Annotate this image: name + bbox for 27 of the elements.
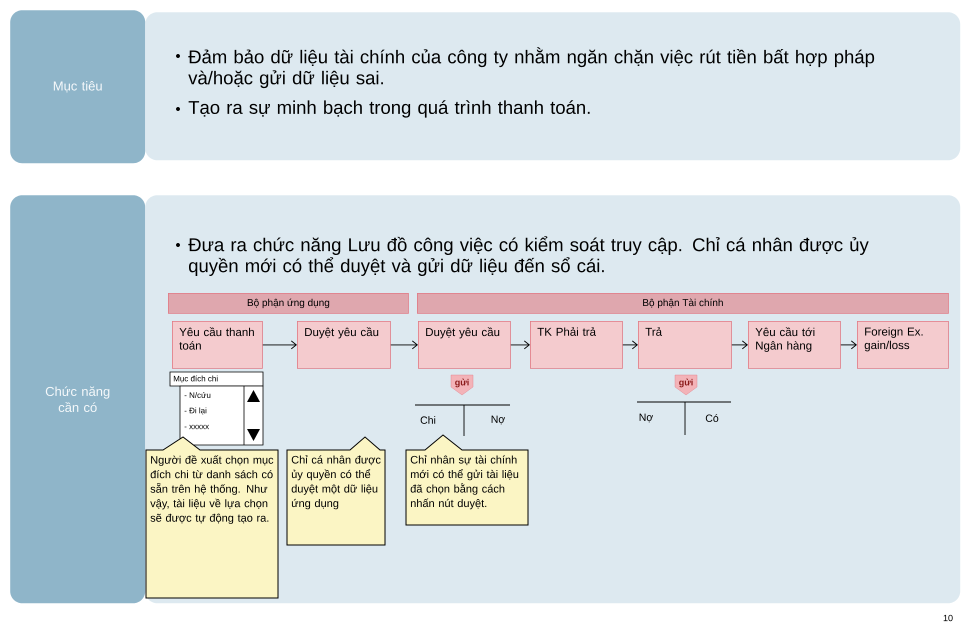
node-label: Mục đích chi [174, 375, 218, 383]
arrow [731, 340, 748, 350]
department-band: Bộ phận ứng dụng [168, 293, 409, 314]
process-box: Duyệt yêu cầu [297, 321, 391, 369]
arrow [840, 340, 858, 350]
page-number: 10 [944, 614, 953, 622]
process-box: Foreign Ex. gain/loss [857, 321, 949, 369]
section-heading-box: Chức năng cần có [10, 195, 146, 604]
column-label: Nợ [492, 416, 505, 424]
arrow [510, 340, 530, 350]
dropdown-list: Mục đích chi - N/cứu - Đi lại - xxxxx [170, 372, 264, 446]
process-box: Yêu cầu tới Ngân hàng [748, 321, 841, 369]
content-panel: Đảm bảo dữ liệu tài chính của công ty nhằm ngăn chặn việc rút tiền bất hợp pháp và/hoặc gửi dữ liệu sai. Tạo ra sự minh bạch trong quá trình thanh toán. [145, 12, 960, 160]
department-band: Bộ phận Tài chính [417, 293, 949, 314]
section-heading-box: Mục tiêu [10, 10, 146, 164]
column-label: Nợ [640, 414, 653, 422]
process-box: Trả [638, 321, 732, 369]
arrow [390, 340, 418, 350]
callout-note: Người đề xuất chọn mục đích chi từ danh sách có sẵn trên hệ thống. Như vậy, tài liệu về lựa chọn sẽ được tự động tạo ra. [146, 436, 278, 598]
process-box: Duyệt yêu cầu [418, 321, 511, 369]
process-box: TK Phải trả [530, 321, 623, 369]
process-box: Yêu cầu thanh toán [172, 321, 263, 369]
arrow [262, 340, 297, 350]
arrow [622, 340, 638, 350]
column-label: Có [706, 414, 718, 422]
callout-note: Chỉ nhân sự tài chính mới có thể gửi tài liệu đã chọn bằng cách nhấn nút duyệt. [406, 434, 528, 526]
column-label: Chi [420, 416, 436, 424]
